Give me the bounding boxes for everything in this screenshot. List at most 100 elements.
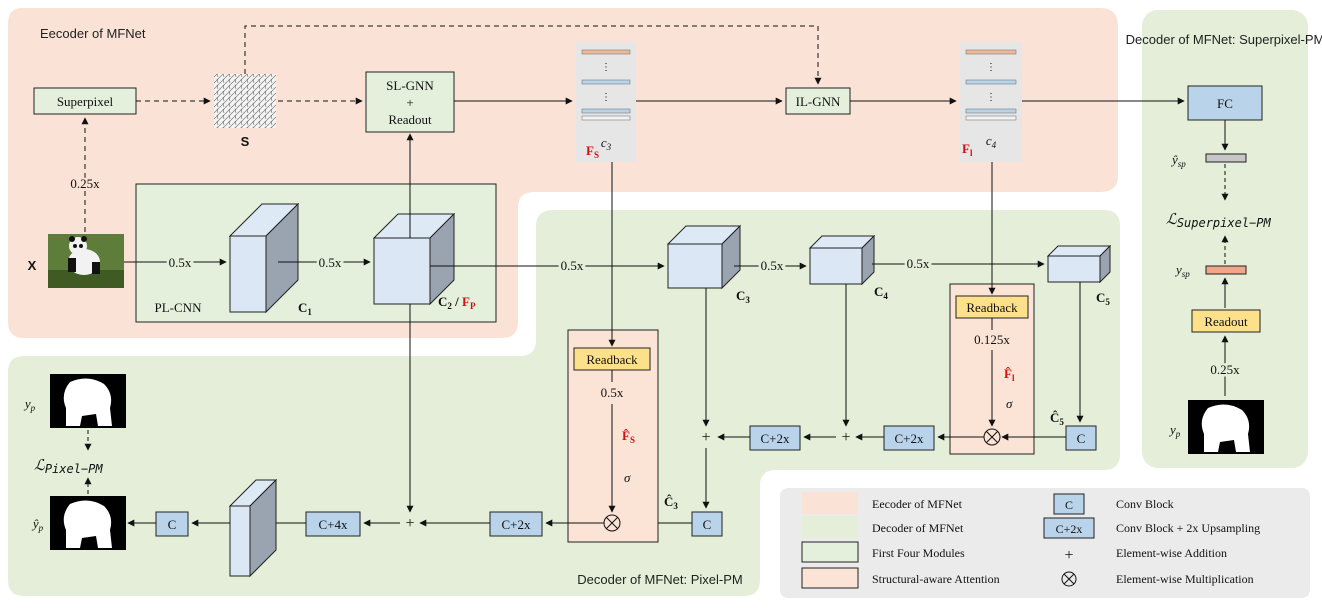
legend-label-conv: Conv Block xyxy=(1116,497,1174,511)
plcnn-label: PL-CNN xyxy=(155,300,203,315)
encoder-title: Eecoder of MFNet xyxy=(40,26,146,41)
pixel-gt-mask xyxy=(50,374,126,428)
superpixel-label: Superpixel xyxy=(57,94,114,109)
svg-text:C+2x: C+2x xyxy=(760,431,790,446)
legend-label-attention: Structural-aware Attention xyxy=(872,572,1000,586)
legend-sym-plus: + xyxy=(1064,547,1073,564)
svg-text:C+2x: C+2x xyxy=(894,431,924,446)
legend-label-first-four: First Four Modules xyxy=(872,546,965,560)
ysp-hat-label: ŷsp xyxy=(1170,152,1186,169)
fl-feature-panel: ⋮ ⋮ c4 Fl xyxy=(960,42,1022,162)
svg-text:C+2x: C+2x xyxy=(1056,522,1083,536)
svg-text:0.5x: 0.5x xyxy=(169,255,192,270)
svg-text:Readout: Readout xyxy=(1204,314,1248,329)
pixel-prediction-mask xyxy=(50,496,126,550)
svg-text:0.5x: 0.5x xyxy=(319,255,342,270)
input-image: X xyxy=(28,234,124,288)
s-label: S xyxy=(241,134,250,149)
c5-block: C5 xyxy=(1046,244,1112,307)
fs-label: FS xyxy=(586,143,599,160)
conv2x-left: C+2x xyxy=(489,511,543,537)
legend-sym-conv2x xyxy=(1043,517,1095,539)
legend-swatch-first-four xyxy=(801,541,859,563)
sp-gt-bar xyxy=(1205,265,1247,275)
flhat-label: F̂l xyxy=(1004,366,1015,383)
add-c3: + xyxy=(701,429,710,446)
readback-fl-label: Readback xyxy=(966,300,1018,315)
svg-text:0.5x: 0.5x xyxy=(561,258,584,273)
legend-label-mult: Element-wise Multiplication xyxy=(1116,572,1254,586)
svg-text:C+4x: C+4x xyxy=(318,517,348,532)
decoder-pixel-region xyxy=(8,210,1120,596)
loss-pixel: ℒPixel−PM xyxy=(34,458,103,476)
legend-swatch-attention xyxy=(801,567,859,589)
loss-superpixel: ℒSuperpixel−PM xyxy=(1166,212,1272,230)
svg-text:0.25x: 0.25x xyxy=(1210,362,1240,377)
svg-text:C: C xyxy=(703,517,712,532)
decoder-pix-title: Decoder of MFNet: Pixel-PM xyxy=(577,572,742,587)
svg-text:0.5x: 0.5x xyxy=(907,256,930,271)
attention-block-fl: Readback 0.125x F̂l σ xyxy=(949,283,1035,455)
c5hat-label: Ĉ5 xyxy=(1050,410,1064,427)
legend-label-conv2x: Conv Block + 2x Upsampling xyxy=(1116,521,1260,535)
add-c4: + xyxy=(841,429,850,446)
legend-sym-conv xyxy=(1053,493,1085,515)
svg-text:σ: σ xyxy=(1006,396,1013,411)
ysp-label: ysp xyxy=(1174,262,1190,279)
fs-feature-panel: ⋮ ⋮ c3 FS xyxy=(576,42,636,162)
svg-text:⋮: ⋮ xyxy=(601,92,611,103)
slgnn-module: SL-GNN + Readout xyxy=(365,71,455,133)
slgnn-plus: + xyxy=(406,95,413,110)
legend-swatch-decoder xyxy=(802,516,858,538)
conv-c3: C xyxy=(691,511,723,537)
slgnn-readout: Readout xyxy=(388,112,432,127)
add-c2: + xyxy=(405,515,414,532)
legend-label-decoder: Decoder of MFNet xyxy=(872,521,964,535)
conv2x-right: C+2x xyxy=(883,425,935,451)
superpixel-module: Superpixel xyxy=(33,87,137,115)
c2-label: C2 / FP xyxy=(438,294,476,311)
svg-text:⋮: ⋮ xyxy=(986,62,996,73)
ilgnn-module: IL-GNN xyxy=(785,87,851,115)
legend-swatch-encoder xyxy=(802,492,858,514)
legend-label-encoder: Eecoder of MFNet xyxy=(872,497,963,511)
yp-label: yp xyxy=(23,396,36,413)
scale-025-top: 0.25x xyxy=(70,176,100,191)
svg-text:C: C xyxy=(1077,431,1086,446)
c3-dim-label: c3 xyxy=(601,135,612,152)
readout-module: Readout xyxy=(1191,309,1261,333)
legend: Eecoder of MFNet Decoder of MFNet First … xyxy=(780,488,1310,598)
svg-text:C+2x: C+2x xyxy=(501,517,531,532)
svg-text:0.125x: 0.125x xyxy=(974,332,1010,347)
c3-label: C3 xyxy=(736,288,750,305)
conv-c5: C xyxy=(1065,425,1097,451)
svg-text:⋮: ⋮ xyxy=(986,92,996,103)
c3hat-label: Ĉ3 xyxy=(664,494,678,511)
c2-block: C2 / FP xyxy=(372,212,476,311)
readback-fs-label: Readback xyxy=(586,352,638,367)
slgnn-label: SL-GNN xyxy=(386,78,434,93)
c4-dim-label: c4 xyxy=(986,133,997,150)
superpixel-map-s: S xyxy=(214,74,276,149)
sp-pred-bar xyxy=(1205,153,1247,163)
yp-hat-label: ŷp xyxy=(31,516,44,533)
svg-text:0.5x: 0.5x xyxy=(761,258,784,273)
legend-label-add: Element-wise Addition xyxy=(1116,546,1227,560)
c4-block: C4 xyxy=(808,234,888,301)
c3-block: C3 xyxy=(666,224,750,305)
decoder-sp-title: Decoder of MFNet: Superpixel-PM xyxy=(1126,32,1322,47)
svg-text:⋮: ⋮ xyxy=(601,62,611,73)
conv4x: C+4x xyxy=(305,511,361,537)
yp-sp-label: yp xyxy=(1168,422,1181,439)
c4-label: C4 xyxy=(874,284,888,301)
svg-text:σ: σ xyxy=(624,470,631,485)
sp-gt-mask xyxy=(1188,400,1264,454)
svg-text:C: C xyxy=(1065,498,1073,512)
c1-label: C1 xyxy=(298,300,312,317)
svg-text:0.5x: 0.5x xyxy=(601,385,624,400)
ilgnn-label: IL-GNN xyxy=(796,94,841,109)
svg-text:C: C xyxy=(168,517,177,532)
output-slab xyxy=(228,478,278,578)
fl-label: Fl xyxy=(962,141,973,158)
